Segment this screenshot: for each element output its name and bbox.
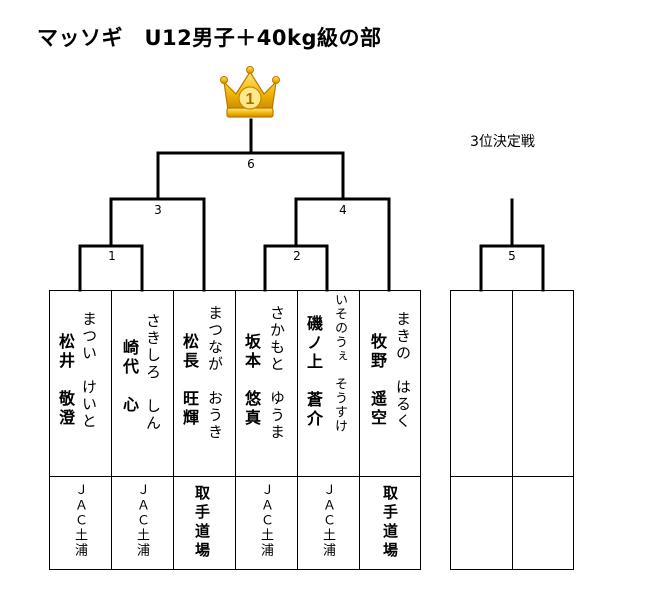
player-club: ＪＡＣ土浦: [134, 483, 149, 558]
player-kana: まつなが おうき: [206, 305, 224, 441]
match-number-6: 6: [247, 157, 255, 171]
player-column-3: まつなが おうき 松長 旺輝 取手道場: [174, 291, 236, 569]
player-name: 崎代 心: [120, 339, 139, 415]
player-name: 松長 旺輝: [180, 333, 199, 428]
player-kana: さきしろ しん: [144, 313, 162, 432]
player-kana: さかもと ゆうま: [268, 305, 286, 441]
player-club: ＪＡＣ土浦: [258, 483, 273, 558]
player-club: 取手道場: [381, 485, 399, 561]
player-column-4: さかもと ゆうま 坂本 悠真 ＪＡＣ土浦: [236, 291, 298, 569]
third-place-column-2: [513, 291, 575, 569]
player-column-6: まきの はるく 牧野 遥空 取手道場: [360, 291, 422, 569]
player-kana: いそのうぇ そうすけ: [332, 293, 347, 433]
match-number-4: 4: [339, 203, 347, 217]
player-kana: まつい けいと: [80, 311, 98, 430]
match-number-2: 2: [293, 249, 301, 263]
player-column-5: いそのうぇ そうすけ 磯ノ上 蒼介 ＪＡＣ土浦: [298, 291, 360, 569]
player-kana: まきの はるく: [394, 311, 412, 430]
match-number-1: 1: [108, 249, 116, 263]
player-column-1: まつい けいと 松井 敬澄 ＪＡＣ土浦: [50, 291, 112, 569]
page-title: マッソギ U12男子＋40kg級の部: [37, 26, 382, 50]
player-name: 牧野 遥空: [368, 333, 387, 428]
player-club: ＪＡＣ土浦: [72, 483, 87, 558]
crown-icon: 1: [220, 66, 280, 118]
player-club: ＪＡＣ土浦: [320, 483, 335, 558]
player-name: 松井 敬澄: [56, 333, 75, 428]
player-column-2: さきしろ しん 崎代 心 ＪＡＣ土浦: [112, 291, 174, 569]
player-name: 坂本 悠真: [242, 333, 261, 428]
match-number-5: 5: [508, 249, 516, 263]
champion-badge: 1: [246, 91, 255, 108]
third-place-column-1: [451, 291, 513, 569]
match-number-3: 3: [154, 203, 162, 217]
player-club: 取手道場: [193, 485, 211, 561]
player-table: まつい けいと 松井 敬澄 ＪＡＣ土浦 さきしろ しん 崎代 心 ＪＡＣ土浦 ま…: [49, 290, 421, 570]
third-place-table: [450, 290, 574, 570]
player-name: 磯ノ上 蒼介: [304, 315, 323, 429]
third-place-label: 3位決定戦: [470, 134, 535, 150]
